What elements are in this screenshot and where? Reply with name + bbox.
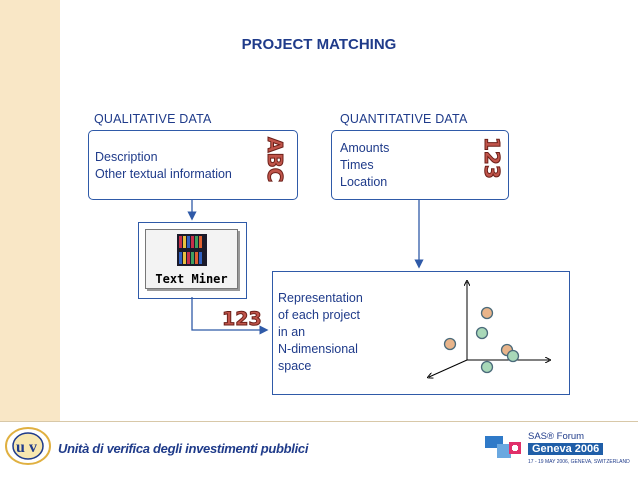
svg-text:v: v [29,439,37,456]
qualitative-line: Other textual information [95,167,232,181]
n-dimensional-space-plot [421,276,567,392]
representation-line: of each project [278,308,360,322]
representation-line: Representation [278,291,363,305]
project-point [506,349,520,363]
arrow-textminer-to-representation [191,297,269,335]
representation-box: Representation of each project in an N-d… [272,271,570,395]
qualitative-header: QUALITATIVE DATA [94,112,212,126]
text-miner-label: Text Miner [155,272,228,286]
svg-text:u: u [16,439,25,456]
quantitative-line: Times [340,158,374,172]
quantitative-box: Amounts Times Location 123 [331,130,509,200]
organization-name: Unità di verifica degli investimenti pub… [58,441,309,456]
text-miner-panel: Text Miner [145,229,238,289]
page-title: PROJECT MATCHING [241,36,397,53]
project-point [475,326,489,340]
representation-line: space [278,359,312,373]
representation-line: N-dimensional [278,342,358,356]
sas-forum-dates: 17 - 19 MAY 2006, GENEVA, SWITZERLAND [528,459,630,465]
quantitative-line: Amounts [340,141,390,155]
number-stamp-icon: 123 [222,308,263,331]
project-point [480,306,494,320]
books-icon [177,234,207,266]
representation-line: in an [278,325,306,339]
left-decorative-bar [0,0,60,421]
sas-forum-logo-icon [485,436,521,458]
project-point [443,337,457,351]
qualitative-line: Description [95,150,158,164]
quantitative-line: Location [340,175,388,189]
axis-z [429,359,468,377]
quantitative-header: QUANTITATIVE DATA [340,112,468,126]
sas-forum-location: Geneva 2006 [528,443,604,455]
project-point [480,360,494,374]
uver-logo-icon: u v [5,427,51,465]
qualitative-box: Description Other textual information AB… [88,130,298,200]
text-miner-box: Text Miner [138,222,247,299]
footer-divider [0,421,638,422]
